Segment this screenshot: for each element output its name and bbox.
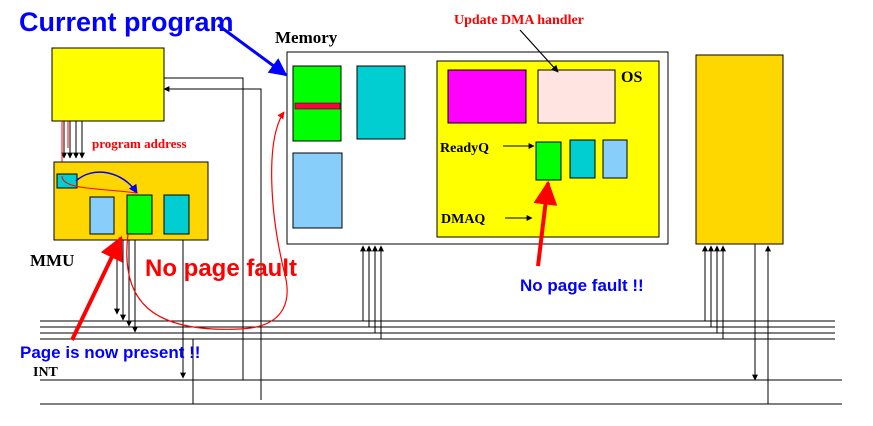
current-program-arrow	[217, 23, 288, 77]
readyq-process-cyan	[569, 139, 596, 179]
memory-bus-lines	[360, 245, 384, 339]
os-label: OS	[621, 69, 642, 86]
memory-page-lightblue	[292, 152, 343, 229]
memory-label: Memory	[275, 28, 338, 47]
page-now-present-label: Page is now present !!	[20, 343, 200, 362]
cpu-to-mmu-address-lines	[61, 121, 85, 159]
mmu-lookup-arrow	[75, 171, 138, 194]
readyq-process-green	[535, 141, 562, 181]
no-page-fault-main-label: No page fault	[145, 255, 297, 282]
device-box	[695, 54, 784, 245]
mmu-label: MMU	[30, 251, 74, 270]
page-now-present-arrow	[70, 235, 123, 341]
mmu-page-cyan	[163, 194, 190, 235]
program-address-label: program address	[92, 136, 187, 151]
mmu-page-lightblue	[89, 196, 115, 235]
current-program-label: Current program	[19, 7, 234, 37]
int-label: INT	[33, 365, 59, 380]
no-page-fault-os-label: No page fault !!	[520, 276, 644, 295]
readyq-label: ReadyQ	[440, 141, 489, 156]
dma-handler-box	[537, 69, 616, 124]
update-dma-handler-label: Update DMA handler	[454, 13, 584, 28]
device-bus-lines	[702, 244, 771, 404]
memory-page-marker	[294, 102, 341, 110]
system-bus	[40, 320, 835, 340]
cpu-box	[51, 47, 165, 122]
dmaq-label: DMAQ	[441, 212, 485, 227]
update-dma-handler-arrow	[519, 29, 559, 73]
os-no-page-fault-arrow	[533, 180, 558, 267]
no-page-fault-path	[126, 111, 288, 330]
readyq-process-lightblue	[602, 139, 628, 179]
mmu-red-hit-arrow	[61, 175, 137, 194]
os-kernel-magenta	[447, 69, 527, 124]
memory-to-cpu-lines	[163, 77, 262, 404]
memory-page-cyan	[356, 65, 406, 140]
mmu-page-green	[126, 194, 153, 235]
